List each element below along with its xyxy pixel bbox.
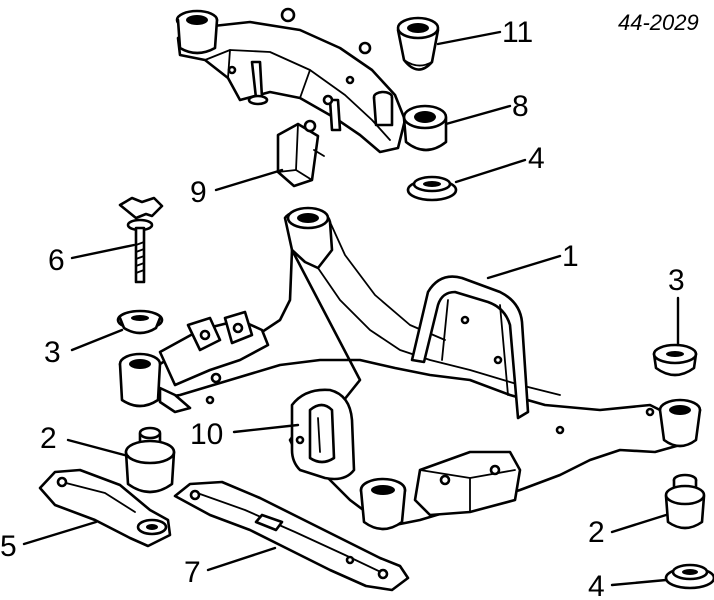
callout-6: 6 — [48, 244, 65, 277]
bushing-2-left — [124, 426, 176, 494]
mount-washer-3-left — [116, 309, 164, 335]
callout-7: 7 — [184, 556, 201, 589]
bushing-8 — [402, 104, 448, 152]
callout-3-right: 3 — [668, 264, 685, 297]
callout-8: 8 — [512, 90, 529, 123]
callout-2-right: 2 — [588, 516, 605, 549]
mount-washer-3-right — [652, 343, 698, 377]
callout-11: 11 — [502, 16, 533, 49]
callout-2-left: 2 — [40, 422, 57, 455]
bracket-10 — [290, 388, 356, 481]
upper-crossmember — [175, 7, 407, 154]
mount-washer-4-top — [406, 175, 458, 202]
reference-code: 44-2029 — [618, 10, 699, 35]
callout-5: 5 — [0, 530, 17, 563]
callout-9: 9 — [190, 176, 207, 209]
callout-3-left: 3 — [44, 336, 61, 369]
leader-lines — [22, 30, 680, 587]
callout-4-top: 4 — [528, 142, 545, 175]
bolt-6 — [118, 196, 164, 284]
bracket-9 — [276, 119, 325, 188]
rear-subframe-main — [118, 206, 702, 531]
callout-1: 1 — [562, 240, 579, 273]
mount-washer-4-bottom — [664, 563, 714, 590]
lower-brace-7 — [173, 480, 410, 592]
callout-4-bottom: 4 — [588, 570, 605, 600]
bushing-2-right — [664, 473, 706, 530]
bushing-11 — [396, 16, 440, 71]
callout-10: 10 — [190, 418, 223, 451]
lower-plate-5 — [38, 468, 172, 548]
